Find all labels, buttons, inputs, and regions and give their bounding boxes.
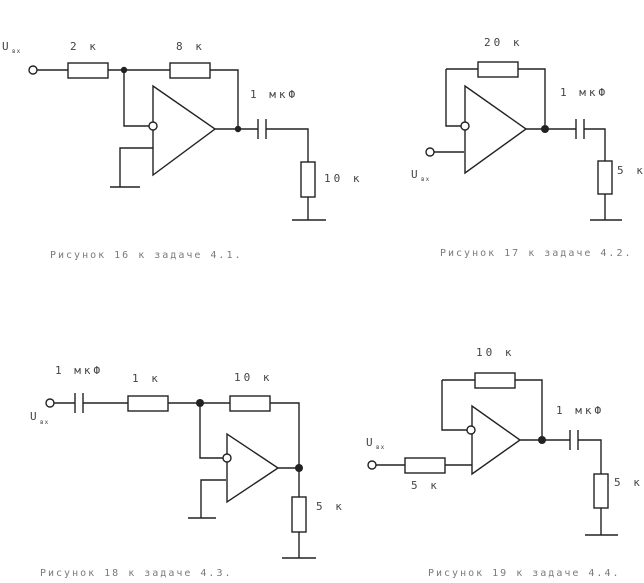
resistor-r-fb-label: 10 к [476, 346, 515, 359]
resistor-r-fb-label: 20 к [484, 36, 523, 49]
output-node [538, 436, 546, 444]
input-terminal[interactable] [28, 65, 38, 75]
input-label: U [366, 436, 376, 449]
resistor-load [593, 473, 609, 509]
output-node [234, 125, 242, 133]
resistor-r-in [404, 457, 446, 474]
inverting-input [148, 121, 158, 131]
capacitor-label: 1 мкФ [55, 364, 103, 377]
resistor-r-in [67, 62, 109, 79]
input-subscript: вх [376, 444, 385, 451]
figure-17: 20 к U вх 1 мкФ 5 к Рисунок 17 к задаче … [411, 36, 644, 259]
resistor-load [300, 161, 316, 198]
capacitor-label: 1 мкФ [250, 88, 298, 101]
ground-wire [110, 147, 153, 188]
resistor-load [597, 160, 613, 195]
wires [54, 393, 316, 559]
resistor-r-fb-label: 8 к [176, 40, 205, 53]
input-label: U [411, 168, 421, 181]
resistor-load-label: 5 к [316, 500, 345, 513]
figure-caption: Рисунок 18 к задаче 4.3. [40, 568, 233, 579]
figure-18: U вх 1 мкФ 1 к 10 к 5 к Рисунок 18 к зад… [30, 364, 345, 579]
inverting-input [466, 425, 476, 435]
resistor-r-fb [477, 61, 519, 78]
output-node [295, 464, 303, 472]
op-amp [464, 84, 528, 175]
resistor-load-label: 5 к [614, 476, 643, 489]
input-label: U [2, 40, 12, 53]
inverting-input [460, 121, 470, 131]
op-amp [152, 84, 217, 177]
op-amp [226, 432, 280, 504]
figure-caption: Рисунок 16 к задаче 4.1. [50, 250, 243, 261]
figure-16: U вх 2 к 8 к 1 мкФ 10 к Рисунок 16 к зад… [2, 40, 363, 261]
junction-node [196, 399, 204, 407]
input-label: U [30, 410, 40, 423]
wires [434, 68, 622, 221]
input-terminal[interactable] [367, 460, 377, 470]
input-terminal[interactable] [425, 147, 435, 157]
input-subscript: вх [421, 176, 430, 183]
resistor-r-in [127, 395, 169, 412]
wires [376, 379, 618, 536]
op-amp [471, 404, 522, 476]
resistor-r-in-label: 5 к [411, 479, 440, 492]
input-subscript: вх [40, 419, 49, 426]
capacitor-label: 1 мкФ [560, 86, 608, 99]
capacitor-label: 1 мкФ [556, 404, 604, 417]
output-node [541, 125, 549, 133]
figure-caption: Рисунок 17 к задаче 4.2. [440, 248, 633, 259]
input-subscript: вх [12, 48, 21, 55]
inverting-input [222, 453, 232, 463]
resistor-r-fb [229, 395, 271, 412]
resistor-r-fb-label: 10 к [234, 371, 273, 384]
wires [37, 69, 239, 129]
resistor-load [291, 496, 307, 533]
resistor-load-label: 5 к [617, 164, 644, 177]
resistor-load-label: 10 к [324, 172, 363, 185]
resistor-r-in-label: 2 к [70, 40, 99, 53]
resistor-r-in-label: 1 к [132, 372, 161, 385]
resistor-r-fb [474, 372, 516, 389]
resistor-r-fb [169, 62, 211, 79]
junction-node [120, 66, 128, 74]
figure-caption: Рисунок 19 к задаче 4.4. [428, 568, 621, 579]
input-terminal[interactable] [45, 398, 55, 408]
figure-19: 10 к 1 мкФ U вх 5 к 5 к Рисунок 19 к зад… [366, 346, 643, 579]
